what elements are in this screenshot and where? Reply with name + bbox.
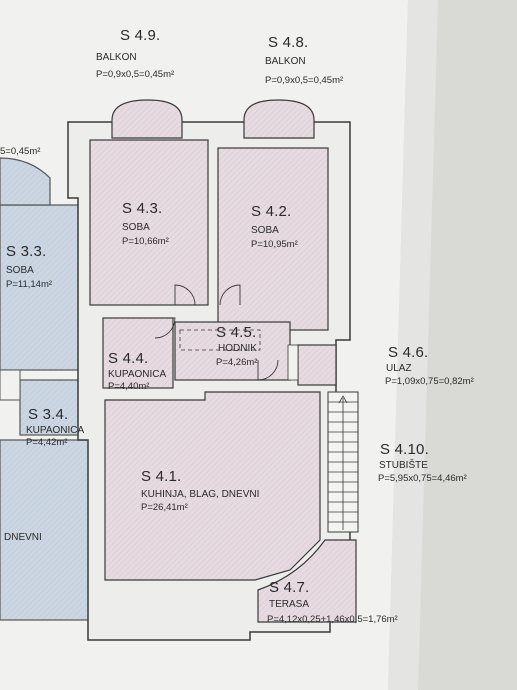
room-area-s4-6: P=1,09x0,75=0,82m² bbox=[385, 376, 474, 387]
stair-arrow-head bbox=[338, 395, 348, 404]
room-s3-dnevni-floor bbox=[0, 439, 96, 621]
door-s4-4 bbox=[154, 317, 176, 339]
room-name-s3-4: KUPAONICA bbox=[26, 425, 85, 436]
room-area-s4-3: P=10,66m² bbox=[122, 236, 169, 247]
room-s4-4-floor bbox=[102, 317, 174, 389]
room-s3-3-floor bbox=[0, 204, 83, 371]
entry-door-frame bbox=[287, 344, 299, 381]
room-code-s4-9: S 4.9. bbox=[120, 27, 161, 44]
room-s4-2-floor bbox=[217, 147, 329, 331]
room-area-s4-10: P=5,95x0,75=4,46m² bbox=[378, 473, 467, 484]
door-swings bbox=[154, 284, 279, 381]
room-area-s4-1: P=26,41m² bbox=[141, 502, 188, 513]
room-name-s3-3: SOBA bbox=[6, 265, 34, 276]
room-code-s4-8: S 4.8. bbox=[268, 34, 309, 51]
room-name-s4-8: BALKON bbox=[265, 56, 306, 67]
room-name-s4-3: SOBA bbox=[122, 222, 150, 233]
room-s4-7-floor bbox=[257, 539, 357, 623]
room-area-s4-4: P=4,40m² bbox=[108, 381, 150, 392]
room-code-s3-4: S 3.4. bbox=[28, 406, 69, 423]
door-s4-5 bbox=[257, 359, 279, 381]
balcony-s3 bbox=[0, 157, 51, 206]
room-name-s4-6: ULAZ bbox=[386, 363, 412, 374]
room-name-s4-9: BALKON bbox=[96, 52, 137, 63]
room-name-s4-4: KUPAONICA bbox=[108, 369, 167, 380]
room-s4-3-floor bbox=[89, 139, 209, 306]
room-area-s4-9: P=0,9x0,5=0,45m² bbox=[96, 69, 175, 80]
room-code-s4-4: S 4.4. bbox=[108, 350, 149, 367]
door-s4-3 bbox=[174, 284, 196, 306]
room-area-s3-3: P=11,14m² bbox=[6, 279, 53, 290]
room-name-s4-1: KUHINJA, BLAG, DNEVNI bbox=[141, 489, 260, 500]
room-name-s4-10: STUBIŠTE bbox=[379, 460, 428, 471]
room-name-s4-7: TERASA bbox=[269, 599, 310, 610]
room-area-s4-5: P=4,26m² bbox=[216, 357, 258, 368]
hall-wardrobe bbox=[179, 329, 261, 351]
room-area-s4-8: P=0,9x0,5=0,45m² bbox=[265, 75, 344, 86]
room-code-s4-6: S 4.6. bbox=[388, 344, 429, 361]
room-area-s4-7: P=4,12x0,25+1,46x0,5=1,76m² bbox=[267, 614, 398, 625]
room-area-s3-balcony: 5=0,45m² bbox=[0, 146, 41, 157]
room-code-s4-5: S 4.5. bbox=[216, 324, 257, 341]
room-code-s4-7: S 4.7. bbox=[269, 579, 310, 596]
balcony-s4-9 bbox=[111, 99, 183, 139]
room-s4-1-floor bbox=[104, 391, 321, 581]
s3-door bbox=[0, 369, 21, 401]
room-s4-5-floor bbox=[174, 321, 291, 381]
room-code-s4-2: S 4.2. bbox=[251, 203, 292, 220]
room-code-s3-3: S 3.3. bbox=[6, 243, 47, 260]
room-name-s3-dnevni: DNEVNI bbox=[4, 532, 42, 543]
room-code-s4-1: S 4.1. bbox=[141, 468, 182, 485]
room-s4-6-floor bbox=[297, 344, 337, 386]
door-s4-2 bbox=[219, 284, 241, 306]
room-area-s3-4: P=4,42m² bbox=[26, 437, 68, 448]
room-code-s4-3: S 4.3. bbox=[122, 200, 163, 217]
room-code-s4-10: S 4.10. bbox=[380, 441, 429, 458]
paper-fold bbox=[388, 0, 438, 690]
room-area-s4-2: P=10,95m² bbox=[251, 239, 298, 250]
balcony-s4-8 bbox=[243, 99, 315, 139]
room-name-s4-2: SOBA bbox=[251, 225, 279, 236]
room-name-s4-5: HODNIK bbox=[218, 343, 257, 354]
